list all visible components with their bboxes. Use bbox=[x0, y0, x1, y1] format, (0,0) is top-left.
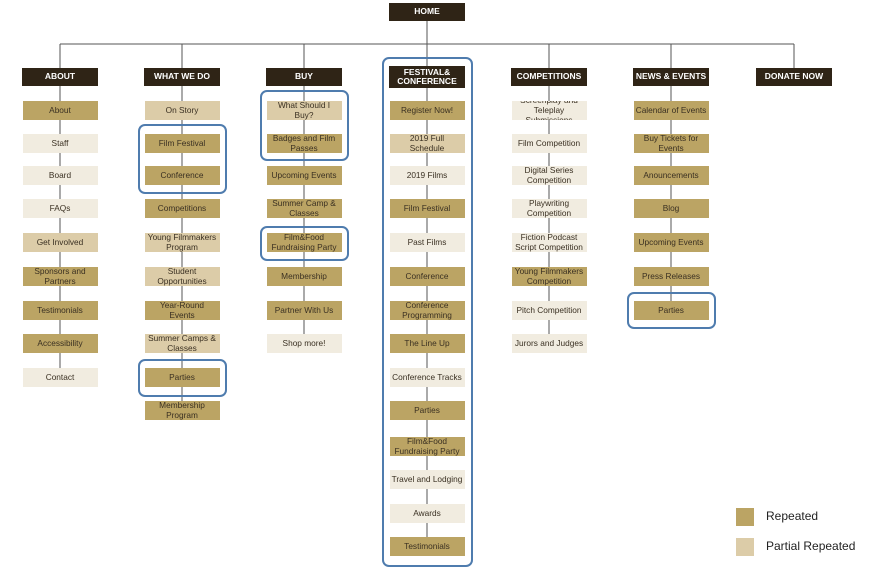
sitemap-item: Film&Food Fundraising Party bbox=[266, 232, 342, 252]
sitemap-item: Summer Camps & Classes bbox=[144, 333, 220, 353]
highlight-group-parties bbox=[137, 359, 227, 397]
sitemap-item: Summer Camp & Classes bbox=[266, 198, 342, 218]
sitemap-item: Screenplay and Teleplay Submissions bbox=[511, 100, 587, 120]
column-header-buy: BUY bbox=[266, 68, 342, 86]
sitemap-item: Past Films bbox=[389, 232, 465, 252]
highlight-group-film-food bbox=[259, 226, 349, 261]
sitemap-item: Blog bbox=[633, 198, 709, 218]
sitemap-item: Upcoming Events bbox=[266, 165, 342, 185]
highlight-group-festival-conference bbox=[381, 57, 473, 567]
sitemap-item: Parties bbox=[144, 367, 220, 387]
highlight-group-buy bbox=[259, 90, 349, 161]
sitemap-item: Contact bbox=[22, 367, 98, 387]
sitemap-item: Staff bbox=[22, 133, 98, 153]
sitemap-item: Shop more! bbox=[266, 333, 342, 353]
sitemap-item: Film Festival bbox=[144, 133, 220, 153]
sitemap-item: Partner With Us bbox=[266, 300, 342, 320]
sitemap-item: Digital Series Competition bbox=[511, 165, 587, 185]
legend-label-partial: Partial Repeated bbox=[766, 539, 856, 553]
sitemap-item: Jurors and Judges bbox=[511, 333, 587, 353]
column-header-about: ABOUT bbox=[22, 68, 98, 86]
sitemap-item: Membership bbox=[266, 266, 342, 286]
sitemap-item: Student Opportunities bbox=[144, 266, 220, 286]
sitemap-item: Testimonials bbox=[22, 300, 98, 320]
legend-swatch-partial bbox=[736, 538, 754, 556]
highlight-group-what-we-do bbox=[137, 124, 227, 194]
sitemap-item: Membership Program bbox=[144, 400, 220, 420]
sitemap-item: Young Filmmakers Competition bbox=[511, 266, 587, 286]
sitemap-item: Competitions bbox=[144, 198, 220, 218]
sitemap-item: Get Involved bbox=[22, 232, 98, 252]
sitemap-item: On Story bbox=[144, 100, 220, 120]
sitemap-item: Buy Tickets for Events bbox=[633, 133, 709, 153]
legend-label-repeated: Repeated bbox=[766, 509, 819, 523]
sitemap-item: Conference Tracks bbox=[389, 367, 465, 387]
sitemap-item: Awards bbox=[389, 503, 465, 523]
sitemap-item: Parties bbox=[389, 400, 465, 420]
sitemap-item: Conference Programming bbox=[389, 300, 465, 320]
sitemap-item: 2019 Films bbox=[389, 165, 465, 185]
sitemap-item: Calendar of Events bbox=[633, 100, 709, 120]
column-header-competitions: COMPETITIONS bbox=[511, 68, 587, 86]
sitemap-item: Press Releases bbox=[633, 266, 709, 286]
sitemap-item: Young Filmmakers Program bbox=[144, 232, 220, 252]
column-header-news-events: NEWS & EVENTS bbox=[633, 68, 709, 86]
column-header-donate-now: DONATE NOW bbox=[756, 68, 832, 86]
sitemap-item: Film Festival bbox=[389, 198, 465, 218]
sitemap-item: Pitch Competition bbox=[511, 300, 587, 320]
sitemap-item: FAQs bbox=[22, 198, 98, 218]
sitemap-item: Parties bbox=[633, 300, 709, 320]
column-header-what-we-do: WHAT WE DO bbox=[144, 68, 220, 86]
root-node-home: HOME bbox=[389, 3, 465, 21]
sitemap-item: What Should I Buy? bbox=[266, 100, 342, 120]
sitemap-item: Year-Round Events bbox=[144, 300, 220, 320]
sitemap-item: Conference bbox=[144, 165, 220, 185]
sitemap-item: Register Now! bbox=[389, 100, 465, 120]
sitemap-item: Sponsors and Partners bbox=[22, 266, 98, 286]
sitemap-item: Playwriting Competition bbox=[511, 198, 587, 218]
sitemap-item: Fiction Podcast Script Competition bbox=[511, 232, 587, 252]
column-header-festival-conference: FESTIVAL& CONFERENCE bbox=[389, 66, 465, 88]
sitemap-item: Conference bbox=[389, 266, 465, 286]
sitemap-item: Film Competition bbox=[511, 133, 587, 153]
legend-swatch-repeated bbox=[736, 508, 754, 526]
sitemap-item: About bbox=[22, 100, 98, 120]
sitemap-item: Upcoming Events bbox=[633, 232, 709, 252]
sitemap-item: Film&Food Fundraising Party bbox=[389, 436, 465, 456]
sitemap-item: The Line Up bbox=[389, 333, 465, 353]
highlight-group-news-parties bbox=[626, 292, 716, 329]
sitemap-item: 2019 Full Schedule bbox=[389, 133, 465, 153]
sitemap-item: Testimonials bbox=[389, 536, 465, 556]
sitemap-item: Board bbox=[22, 165, 98, 185]
sitemap-item: Travel and Lodging bbox=[389, 469, 465, 489]
sitemap-item: Badges and Film Passes bbox=[266, 133, 342, 153]
sitemap-item: Anouncements bbox=[633, 165, 709, 185]
sitemap-item: Accessibility bbox=[22, 333, 98, 353]
